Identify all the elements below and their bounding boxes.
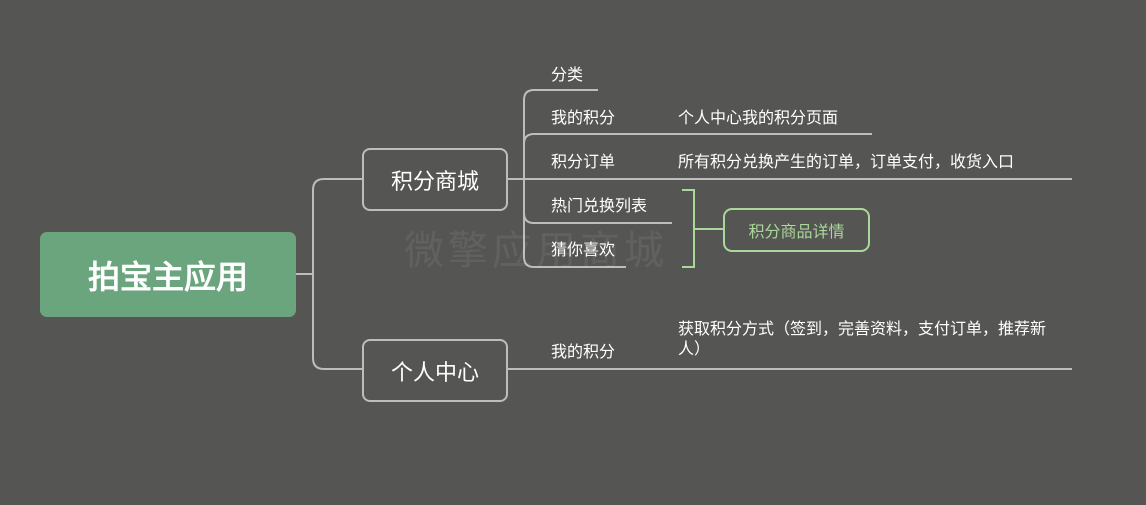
leaf-personal-my-points[interactable]: 我的积分 xyxy=(551,342,616,361)
leaf-hot-exchange-list[interactable]: 热门兑换列表 xyxy=(551,196,648,215)
leaf-guess-you-like[interactable]: 猜你喜欢 xyxy=(551,240,616,259)
connector-to-guess-like xyxy=(523,179,626,268)
connector-to-category xyxy=(523,89,598,179)
summary-bracket xyxy=(682,189,695,268)
detail-points-earning-methods[interactable]: 获取积分方式（签到，完善资料，支付订单，推荐新人） xyxy=(678,319,1047,358)
detail-my-points[interactable]: 个人中心我的积分页面 xyxy=(678,108,839,127)
connector-root-to-branch-2 xyxy=(312,274,362,370)
root-node[interactable]: 拍宝主应用 xyxy=(40,232,296,317)
branch-personal-center[interactable]: 个人中心 xyxy=(362,339,508,402)
connector-to-my-points xyxy=(523,133,872,179)
leaf-points-orders[interactable]: 积分订单 xyxy=(551,152,616,171)
leaf-my-points[interactable]: 我的积分 xyxy=(551,108,616,127)
leaf-category[interactable]: 分类 xyxy=(551,65,584,84)
summary-points-product-detail[interactable]: 积分商品详情 xyxy=(723,208,870,252)
detail-points-orders[interactable]: 所有积分兑换产生的订单，订单支付，收货入口 xyxy=(678,152,1015,171)
watermark: 微擎应用商城 xyxy=(404,228,668,274)
connector-root-to-branch-1 xyxy=(312,178,362,274)
branch-points-mall[interactable]: 积分商城 xyxy=(362,148,508,211)
